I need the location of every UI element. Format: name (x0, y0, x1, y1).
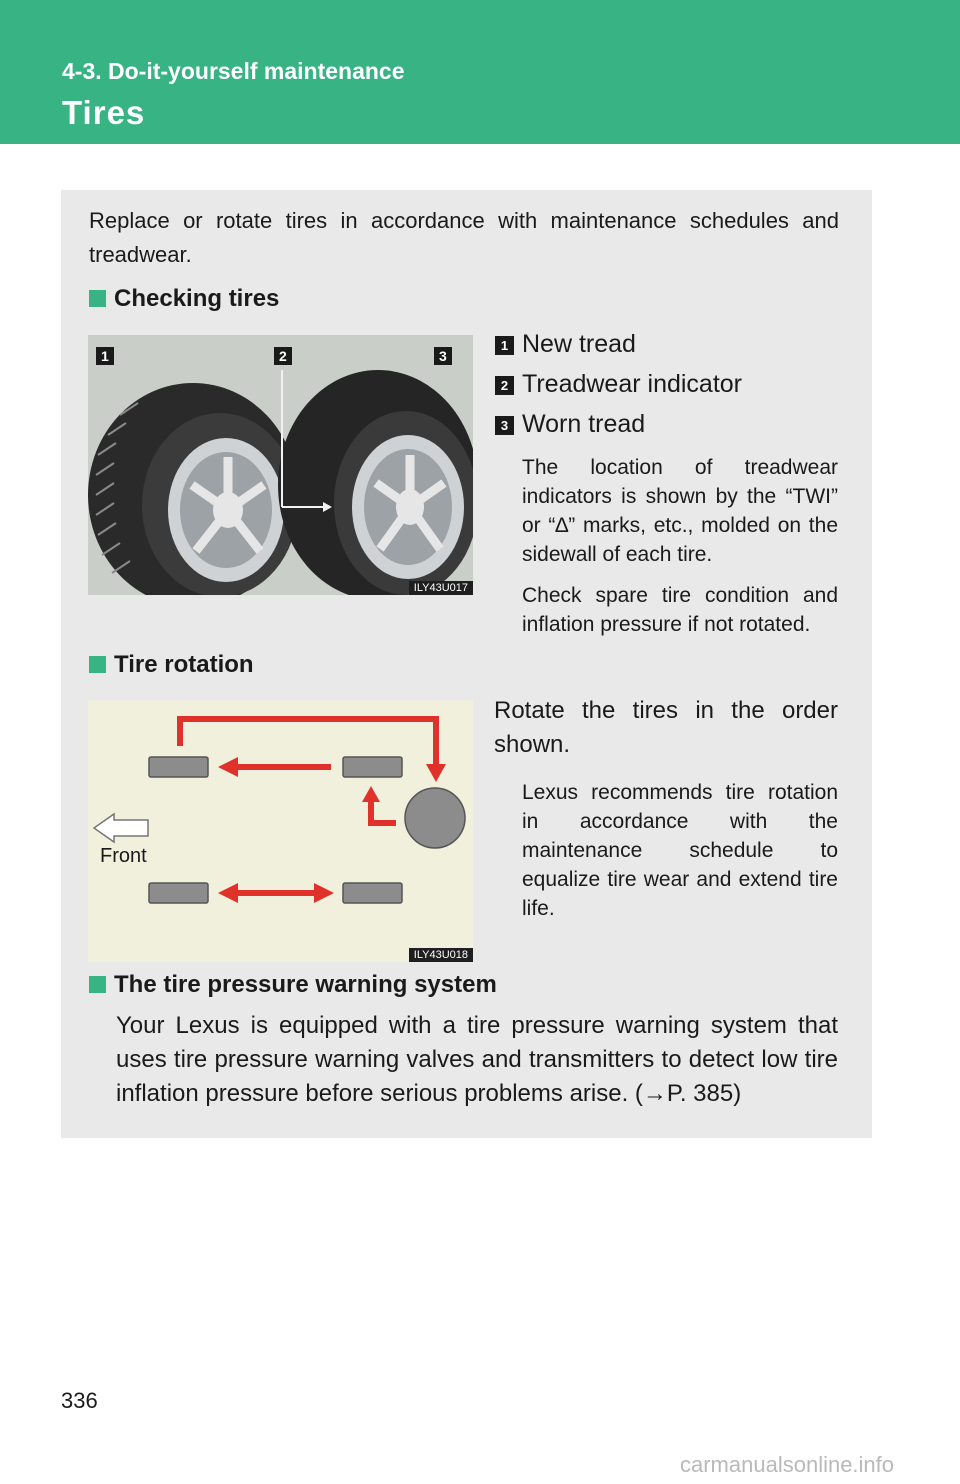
figure-code: ILY43U018 (408, 948, 473, 962)
bullet-square-icon (89, 656, 106, 673)
front-arrow-icon (92, 812, 149, 844)
spare-tire (404, 787, 466, 849)
rear-right-tire (342, 882, 403, 904)
section-number: 4-3. Do-it-yourself maintenance (62, 58, 405, 84)
front-right-tire (342, 756, 403, 778)
front-left-tire (148, 756, 209, 778)
intro-text: Replace or rotate tires in accordance wi… (89, 208, 839, 267)
rotation-diagram (92, 716, 466, 904)
callout-1: 1 (96, 347, 114, 365)
bullet-square-icon (89, 290, 106, 307)
callout-2: 2 (274, 347, 292, 365)
tire-tread-illustration (88, 335, 473, 595)
twi-note: The location of treadwear indicators is … (522, 456, 838, 566)
checking-tires-heading: Checking tires (89, 285, 279, 313)
page-number: 336 (61, 1388, 98, 1413)
tire-rotation-figure: Front ILY43U018 (88, 700, 473, 962)
front-label: Front (100, 845, 147, 867)
content-box: Replace or rotate tires in accordance wi… (61, 190, 872, 1138)
pressure-heading: The tire pressure warning system (89, 971, 497, 999)
rotation-note: Lexus recommends tire rotation in accord… (522, 781, 838, 920)
worn-tire-graphic (278, 370, 473, 595)
figure-code: ILY43U017 (408, 581, 473, 595)
callout-3: 3 (434, 347, 452, 365)
spare-tire-note: Check spare tire condition and inflation… (522, 584, 838, 636)
pressure-text: Your Lexus is equipped with a tire press… (116, 1012, 838, 1107)
watermark: carmanualsonline.info (680, 1452, 895, 1477)
tire-rotation-heading: Tire rotation (89, 651, 254, 679)
bullet-square-icon (89, 976, 106, 993)
page-header: 4-3. Do-it-yourself maintenance Tires (0, 0, 960, 144)
page-title: Tires (62, 94, 146, 131)
new-tire-graphic (88, 383, 298, 595)
tire-tread-figure: 1 2 3 ILY43U017 (88, 335, 473, 595)
rear-left-tire (148, 882, 209, 904)
rotation-instruction: Rotate the tires in the order shown. (494, 697, 838, 758)
